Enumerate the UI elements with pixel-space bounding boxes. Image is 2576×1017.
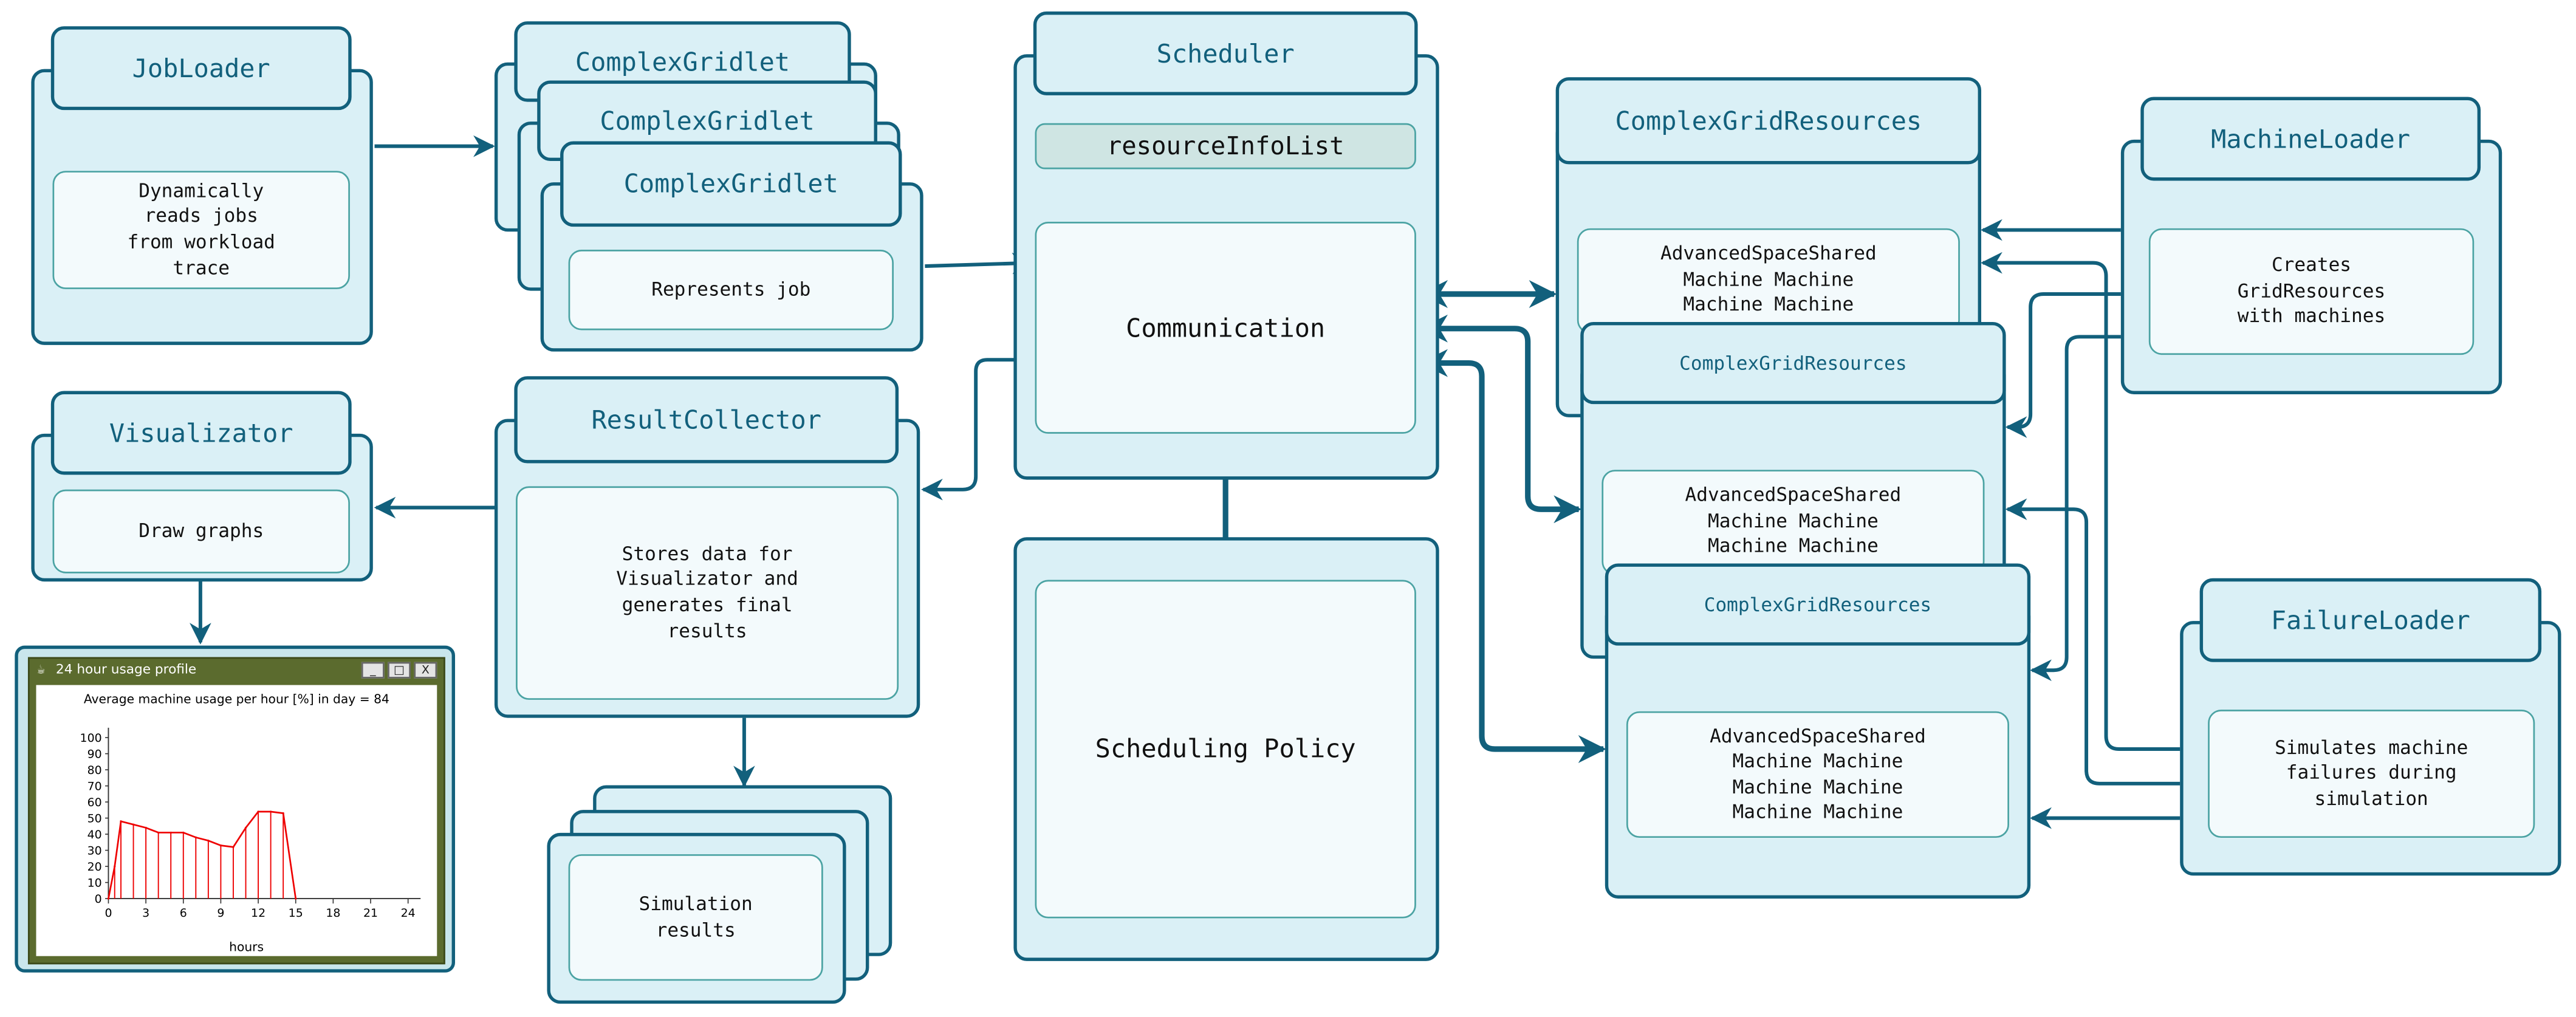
arrow-machineloader-resource2 <box>2005 292 2121 438</box>
usage-data-point <box>157 831 160 834</box>
y-tick-label: 50 <box>87 812 102 825</box>
resource-description-3: AdvancedSpaceShared Machine Machine Mach… <box>1626 711 2009 838</box>
x-tick-label: 18 <box>326 906 340 920</box>
chart-axes <box>108 727 421 900</box>
usage-chart: Average machine usage per hour [%] in da… <box>80 691 421 954</box>
usage-data-point <box>182 831 185 834</box>
jobloader-title: JobLoader <box>50 26 352 111</box>
y-tick-label: 10 <box>87 876 102 889</box>
usage-data-point <box>194 836 197 839</box>
usage-profile-window: ☕ 24 hour usage profile _ □ X Average ma… <box>27 657 445 965</box>
usage-data-point <box>170 831 172 834</box>
usage-profile-thumbnail: ☕ 24 hour usage profile _ □ X Average ma… <box>15 645 456 973</box>
y-tick-label: 30 <box>87 844 102 857</box>
visualizator-description: Draw graphs <box>52 489 350 574</box>
x-tick-label: 3 <box>142 906 149 920</box>
usage-data-point <box>145 826 147 829</box>
usage-data-point <box>232 846 235 848</box>
machineloader-description: Creates GridResources with machines <box>2148 228 2475 355</box>
simulation-results-text: Simulation results <box>568 854 823 981</box>
x-tick-label: 9 <box>217 906 224 920</box>
scheduling-policy-text: Scheduling Policy <box>1035 580 1416 919</box>
usage-data-point <box>295 897 297 900</box>
arrow-machineloader-resource3 <box>2030 335 2121 682</box>
communication-block: Communication <box>1035 222 1416 434</box>
chart-title: Average machine usage per hour [%] in da… <box>84 691 389 706</box>
gridlet-description: Represents job <box>568 250 894 330</box>
scheduler-title: Scheduler <box>1033 11 1418 95</box>
usage-data-point <box>120 820 122 823</box>
x-tick-label: 21 <box>363 906 378 920</box>
usage-data-point <box>132 823 135 826</box>
usage-data-point <box>107 897 110 900</box>
usage-data-point <box>282 812 284 815</box>
x-tick-label: 6 <box>180 906 187 920</box>
y-tick-label: 60 <box>87 796 102 809</box>
arrow-scheduler-resource3 <box>1420 349 1606 764</box>
resource-description-2: AdvancedSpaceShared Machine Machine Mach… <box>1601 470 1985 575</box>
y-tick-label: 90 <box>87 747 102 761</box>
arrow-failureloader-resource1 <box>1981 252 2180 751</box>
y-tick-label: 100 <box>80 731 102 745</box>
window-title: 24 hour usage profile <box>55 662 197 677</box>
java-app-icon: ☕ <box>37 662 46 677</box>
chart-x-label: hours <box>229 940 264 954</box>
close-button[interactable]: X <box>414 662 437 679</box>
chart-ticks: 0 3 6 9 12 15 18 21 24 0 10 20 30 40 50 60 70 80 90 100 <box>80 731 416 920</box>
arrow-scheduler-resultcollector <box>921 358 1033 501</box>
y-tick-label: 80 <box>87 764 102 777</box>
usage-data-point <box>244 826 247 829</box>
window-controls: _ □ X <box>361 662 437 679</box>
resource-title-2: ComplexGridResources <box>1580 321 2006 405</box>
usage-data-point <box>207 840 210 842</box>
jobloader-description: Dynamically reads jobs from workload tra… <box>52 171 350 289</box>
x-tick-label: 12 <box>251 906 265 920</box>
arrow-failureloader-resource2 <box>2005 498 2180 786</box>
usage-data-point <box>219 844 222 847</box>
resultcollector-description: Stores data for Visualizator and generat… <box>516 486 899 700</box>
x-tick-label: 0 <box>104 906 112 920</box>
y-tick-label: 40 <box>87 828 102 841</box>
resultcollector-title: ResultCollector <box>514 376 899 464</box>
resource-info-list: resourceInfoList <box>1035 123 1416 170</box>
y-tick-label: 20 <box>87 860 102 874</box>
usage-data-point <box>114 865 116 868</box>
chart-area: Average machine usage per hour [%] in da… <box>36 685 437 956</box>
y-tick-label: 0 <box>95 892 102 906</box>
chart-series <box>107 810 297 900</box>
x-tick-label: 15 <box>289 906 303 920</box>
resource-title-3: ComplexGridResources <box>1605 563 2031 646</box>
minimize-button[interactable]: _ <box>361 662 385 679</box>
visualizator-title: Visualizator <box>50 391 352 475</box>
resource-title-1: ComplexGridResources <box>1555 77 1982 165</box>
failureloader-description: Simulates machine failures during simula… <box>2208 710 2535 838</box>
usage-series-line <box>108 810 297 899</box>
y-tick-label: 70 <box>87 779 102 793</box>
usage-data-point <box>257 810 259 813</box>
gridlet-title-front: ComplexGridlet <box>560 141 902 227</box>
machineloader-title: MachineLoader <box>2140 97 2481 181</box>
failureloader-title: FailureLoader <box>2199 578 2542 662</box>
usage-data-point <box>269 810 272 813</box>
maximize-button[interactable]: □ <box>388 662 411 679</box>
resource-description-1: AdvancedSpaceShared Machine Machine Mach… <box>1577 228 1960 334</box>
x-tick-label: 24 <box>401 906 416 920</box>
